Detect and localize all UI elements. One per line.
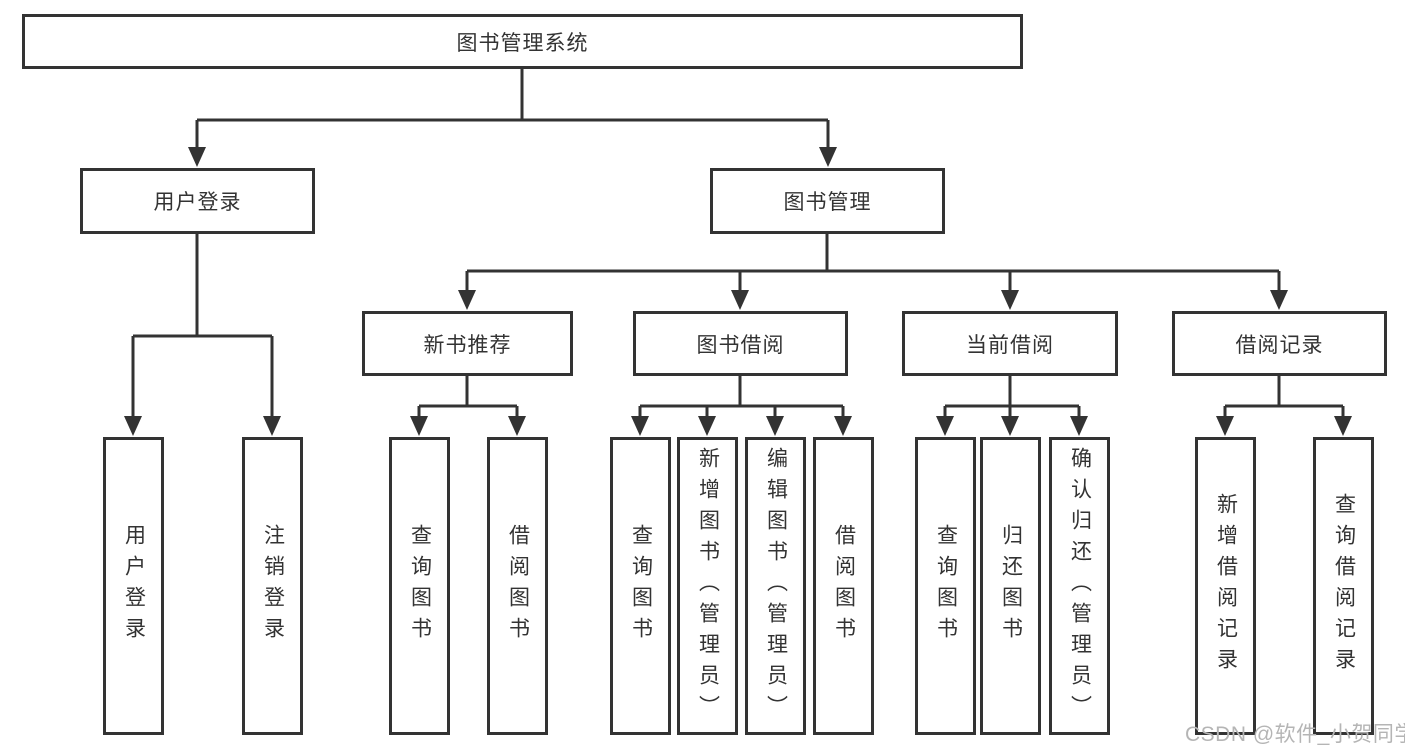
node-book-management: 图书管理	[710, 168, 945, 234]
leaf-add-book-admin: 新增图书（管理员）	[677, 437, 738, 735]
leaf-query-books-current: 查询图书	[915, 437, 976, 735]
leaf-user-login: 用户登录	[103, 437, 164, 735]
leaf-add-borrow-record-label: 新增借阅记录	[1214, 493, 1238, 679]
leaf-borrow-books-recommend-label: 借阅图书	[506, 524, 530, 648]
node-new-book-recommend: 新书推荐	[362, 311, 573, 376]
node-current-borrow-label: 当前借阅	[966, 333, 1054, 357]
node-borrow-records-label: 借阅记录	[1235, 333, 1324, 357]
node-user-login-label: 用户登录	[153, 191, 242, 214]
node-book-management-label: 图书管理	[783, 191, 872, 214]
node-book-borrow: 图书借阅	[633, 311, 848, 376]
leaf-user-login-label: 用户登录	[122, 524, 146, 648]
leaf-logout: 注销登录	[242, 437, 303, 735]
node-borrow-records: 借阅记录	[1172, 311, 1387, 376]
node-current-borrow: 当前借阅	[902, 311, 1118, 376]
leaf-query-borrow-record: 查询借阅记录	[1313, 437, 1374, 735]
node-root-system: 图书管理系统	[22, 14, 1023, 69]
leaf-borrow-books-label: 借阅图书	[832, 524, 856, 648]
node-new-book-recommend-label: 新书推荐	[423, 333, 512, 357]
node-user-login: 用户登录	[80, 168, 315, 234]
leaf-borrow-books-recommend: 借阅图书	[487, 437, 548, 735]
node-root-system-label: 图书管理系统	[456, 31, 589, 55]
leaf-edit-book-admin: 编辑图书（管理员）	[745, 437, 806, 735]
leaf-query-books-current-label: 查询图书	[934, 524, 958, 648]
leaf-add-borrow-record: 新增借阅记录	[1195, 437, 1256, 735]
leaf-add-book-admin-label: 新增图书（管理员）	[696, 446, 720, 726]
leaf-logout-label: 注销登录	[261, 524, 285, 648]
leaf-query-books-borrow: 查询图书	[610, 437, 671, 735]
leaf-return-book-label: 归还图书	[999, 524, 1023, 648]
leaf-confirm-return-admin: 确认归还（管理员）	[1049, 437, 1110, 735]
leaf-return-book: 归还图书	[980, 437, 1041, 735]
csdn-watermark: CSDN @软件_小贺同学	[1185, 723, 1405, 746]
leaf-query-books-recommend-label: 查询图书	[408, 524, 432, 648]
leaf-query-borrow-record-label: 查询借阅记录	[1332, 493, 1356, 679]
leaf-query-books-recommend: 查询图书	[389, 437, 450, 735]
leaf-confirm-return-admin-label: 确认归还（管理员）	[1068, 446, 1092, 726]
leaf-edit-book-admin-label: 编辑图书（管理员）	[764, 446, 788, 726]
leaf-borrow-books: 借阅图书	[813, 437, 874, 735]
leaf-query-books-borrow-label: 查询图书	[629, 524, 653, 648]
node-book-borrow-label: 图书借阅	[696, 333, 785, 357]
